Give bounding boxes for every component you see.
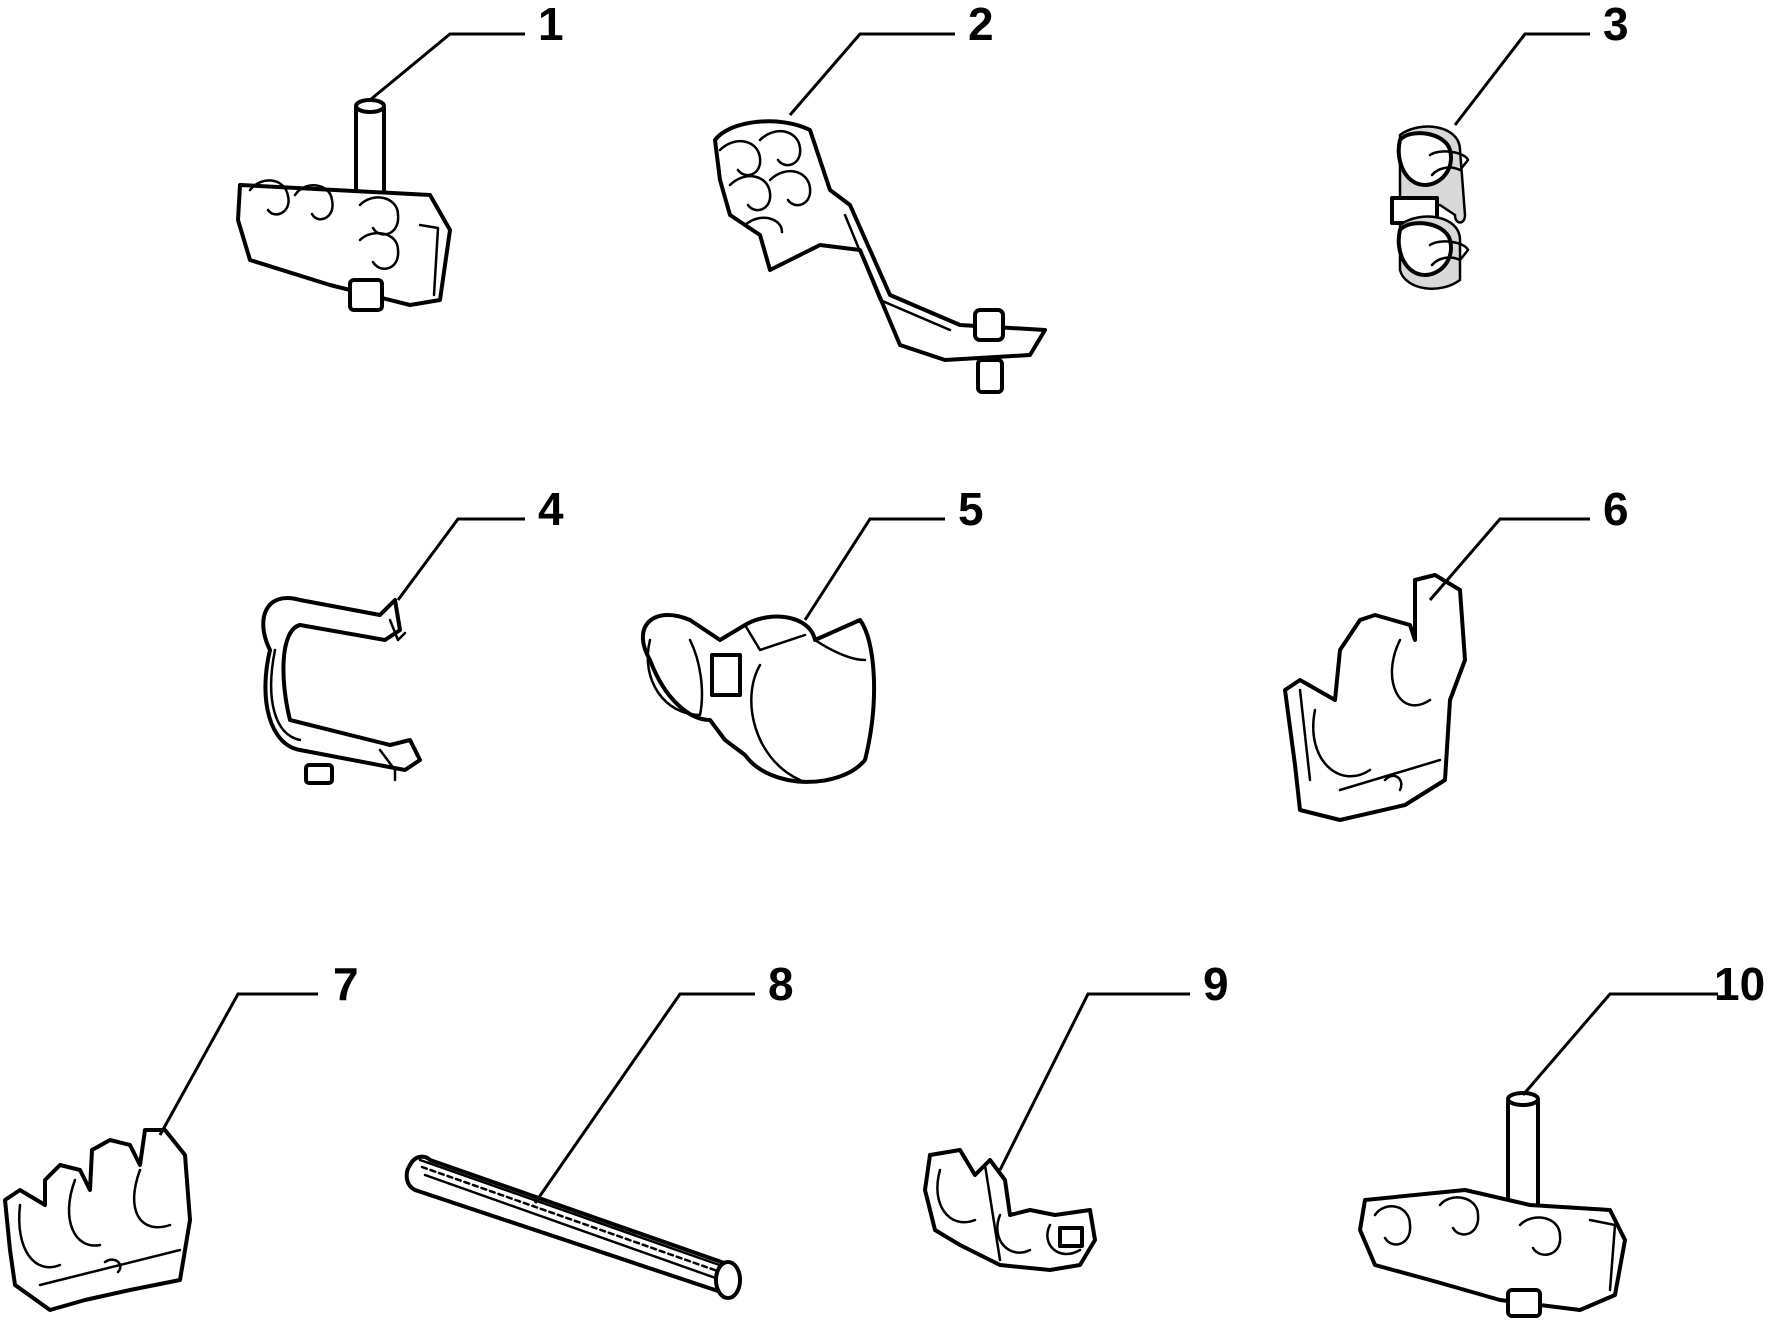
part-10-clip-with-stud[interactable] xyxy=(1358,1091,1627,1318)
part-1-leader xyxy=(369,32,525,102)
part-5-label: 5 xyxy=(958,483,984,535)
part-5-leader xyxy=(803,517,945,621)
part-8-label: 8 xyxy=(768,958,794,1010)
part-9-leader xyxy=(998,992,1190,1171)
part-2-bracket-arm[interactable] xyxy=(713,119,1047,394)
part-3-label: 3 xyxy=(1603,0,1629,50)
part-3-leader xyxy=(1453,32,1590,126)
part-4-spring-clip[interactable] xyxy=(261,596,422,785)
part-10-label: 10 xyxy=(1714,958,1765,1010)
part-1-label: 1 xyxy=(538,0,564,50)
part-9-label: 9 xyxy=(1203,958,1229,1010)
part-2-label: 2 xyxy=(968,0,994,50)
part-4-leader xyxy=(396,517,525,601)
part-2-leader xyxy=(788,32,955,116)
part-10-leader xyxy=(1521,992,1718,1096)
part-5-twin-clip[interactable] xyxy=(640,613,877,784)
part-8-edge-strip[interactable] xyxy=(404,1154,742,1300)
part-3-double-clip[interactable] xyxy=(1390,125,1470,290)
part-6-leader xyxy=(1428,517,1590,601)
part-8-leader xyxy=(533,992,755,1204)
part-6-plastic-clip[interactable] xyxy=(1283,573,1467,822)
part-9-multi-clip[interactable] xyxy=(923,1148,1097,1272)
part-4-label: 4 xyxy=(538,483,564,535)
part-7-label: 7 xyxy=(333,958,359,1010)
part-7-leader xyxy=(158,992,318,1136)
part-6-label: 6 xyxy=(1603,483,1629,535)
part-7-triple-clip[interactable] xyxy=(3,1128,192,1312)
part-1-clip-with-stud[interactable] xyxy=(236,98,452,312)
